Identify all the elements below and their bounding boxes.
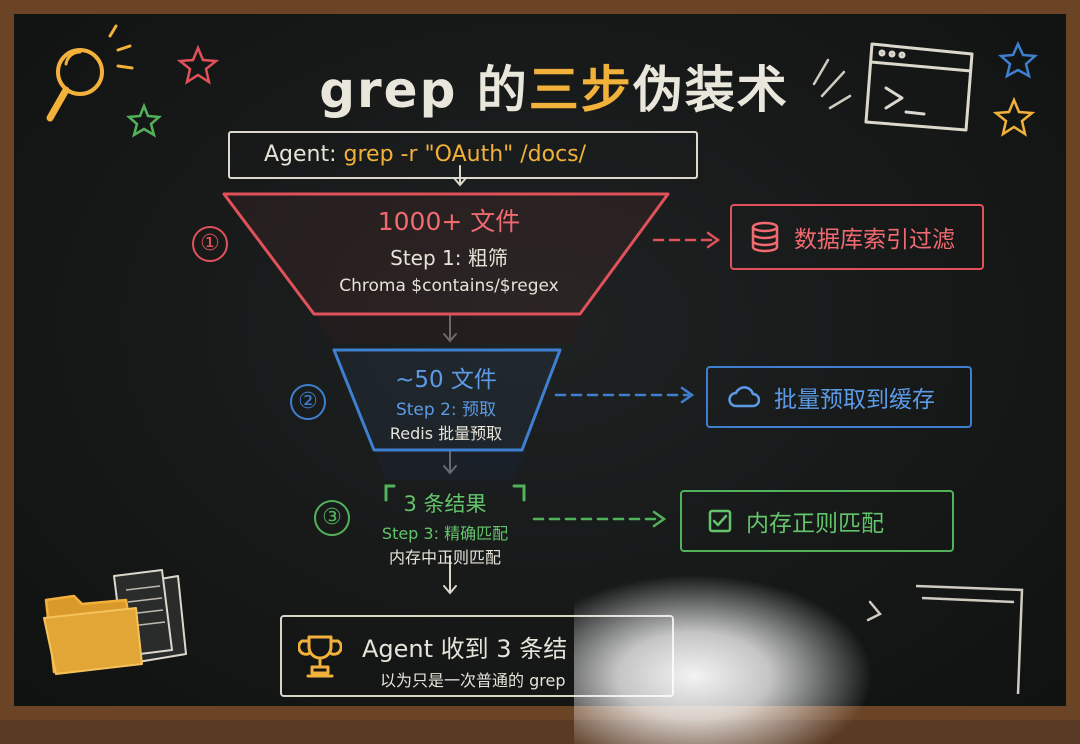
step-1-title: Step 1: 粗筛 [390,246,508,270]
command-code: grep -r "OAuth" /docs/ [343,142,587,167]
funnel-stage-1 [222,192,670,316]
terminal-icon [864,42,974,132]
database-icon [751,221,779,253]
funnel-stage-3 [384,484,526,502]
step-2-detail: Redis 批量预取 [389,424,503,443]
grep-command: Agent: grep -r "OAuth" /docs/ [228,131,698,179]
step-1-count: 1000+ 文件 [377,207,521,236]
funnel-diagram [222,165,721,595]
db-index-filter-label: 数据库索引过滤 [794,227,955,253]
command-prefix: Agent: [264,142,344,167]
regex-match-box: 内存正则匹配 [680,490,954,552]
trophy-icon [298,635,342,678]
star-icon [125,102,163,138]
decorations [43,24,1039,695]
star-icon [992,96,1036,137]
step-1-number: ① [192,226,228,262]
agent-result-box: Agent 收到 3 条结 以为只是一次普通的 grep [280,615,674,697]
step-2-title: Step 2: 预取 [395,400,497,420]
result-subtitle: 以为只是一次普通的 grep [380,671,566,690]
step-3-number: ③ [314,500,350,536]
page-title: grep 的三步伪装术 [14,50,1080,122]
step-1-detail: Chroma $contains/$regex [339,276,559,296]
step-3-detail: 内存中正则匹配 [388,548,501,567]
db-index-filter-box: 数据库索引过滤 [730,204,984,270]
star-icon [997,40,1039,79]
step-3-count: 3 条结果 [403,492,487,516]
step-2-count: ~50 文件 [395,367,497,393]
magnifier-icon [46,24,134,122]
funnel-stage-2 [332,348,562,452]
batch-prefetch-label: 批量预取到缓存 [774,387,935,413]
folder-icon [43,569,187,675]
star-icon [176,44,220,85]
batch-prefetch-box: 批量预取到缓存 [706,366,972,428]
regex-match-label: 内存正则匹配 [746,511,884,537]
result-title: Agent 收到 3 条结 [362,635,568,663]
step-3-title: Step 3: 精确匹配 [381,524,509,543]
step-2-number: ② [290,384,326,420]
checkbox-icon [708,509,732,533]
title-suffix: 伪装术 [632,61,789,119]
title-prefix: grep 的 [319,61,529,119]
cloud-icon [728,386,760,408]
title-highlight: 三步 [528,61,633,119]
